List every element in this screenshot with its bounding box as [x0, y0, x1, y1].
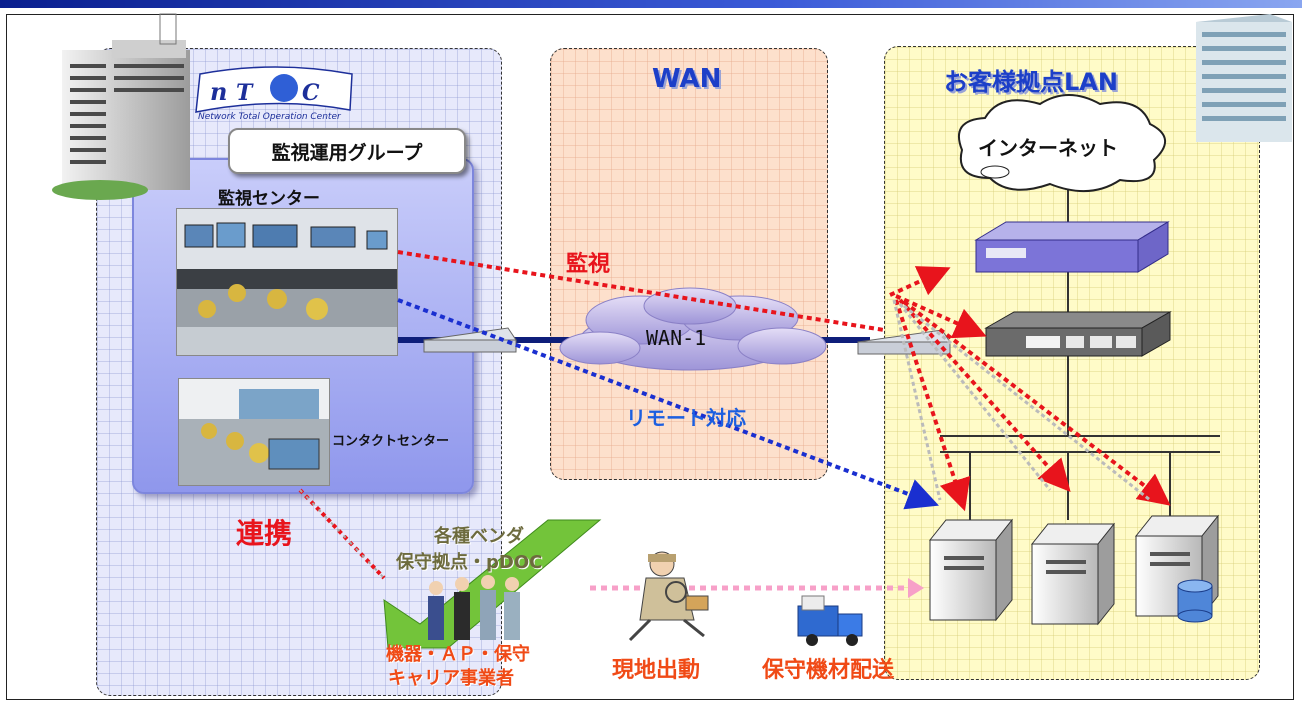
monitoring-label: 監視: [566, 252, 611, 277]
equipment-delivery-label: 保守機材配送: [762, 658, 895, 683]
remote-support-link: [397, 298, 939, 510]
wan-cloud-label: WAN-1: [646, 326, 707, 350]
ntoc-logo-caption: Network Total Operation Center: [198, 112, 341, 122]
contact-center-label: コンタクトセンター: [332, 434, 450, 449]
delivery-truck-icon: [797, 595, 863, 646]
contact-center-photo: [178, 378, 330, 486]
monitoring-links: [397, 250, 1171, 512]
technician-icon: [628, 551, 709, 642]
svg-text:n: n: [210, 77, 227, 106]
database-icon: [1177, 579, 1213, 623]
wan-title: WAN: [652, 64, 722, 94]
customer-lan-title: お客様拠点LAN: [944, 68, 1118, 96]
customer-building-icon: [1196, 14, 1292, 142]
vendor-label-line1: 各種ベンダ: [434, 526, 524, 547]
carrier-label-line2: キャリア事業者: [388, 668, 514, 689]
noc-building-icon: [52, 13, 190, 200]
monitor-center-label: 監視センター: [218, 189, 320, 209]
ntoc-logo: n T C: [195, 66, 353, 113]
monitoring-group-label: 監視運用グループ: [228, 128, 466, 174]
renkei-label: 連携: [236, 517, 293, 550]
firewall-appliance-icon: [974, 221, 1170, 273]
monitor-center-photo: [176, 208, 398, 356]
internet-cloud-icon: [957, 94, 1166, 193]
onsite-dispatch-label: 現地出動: [612, 658, 701, 683]
switch-appliance-icon: [984, 311, 1172, 357]
remote-support-label: リモート対応: [626, 406, 746, 430]
vendor-label-line2: 保守拠点・pDOC: [396, 552, 543, 573]
wan-zone: [550, 48, 828, 480]
server-icon-1: [928, 518, 1014, 622]
server-icon-3: [1134, 514, 1220, 618]
diagram-frame: [6, 14, 1294, 700]
svg-text:T: T: [236, 80, 254, 106]
vendor-staff-icon: [428, 575, 520, 640]
internet-label: インターネット: [978, 136, 1118, 160]
svg-text:C: C: [302, 80, 320, 106]
header-bar: [0, 0, 1302, 8]
carrier-label-line1: 機器・ＡＰ・保守: [386, 644, 530, 665]
server-icon-2: [1030, 522, 1116, 626]
